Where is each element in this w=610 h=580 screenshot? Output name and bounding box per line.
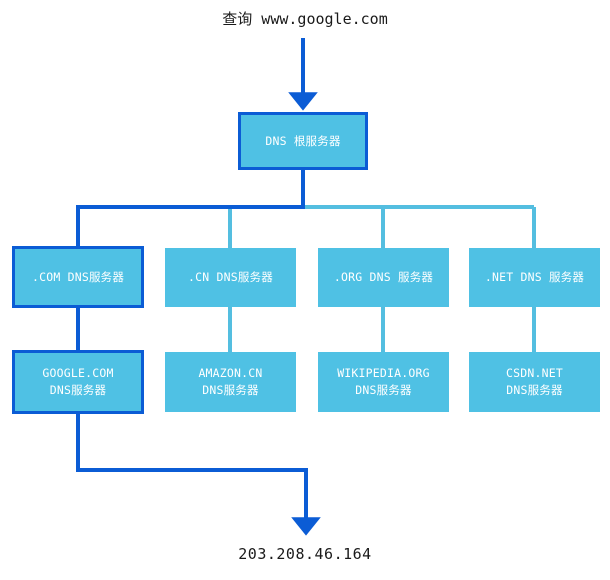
node-label-line2: DNS服务器 xyxy=(506,383,563,397)
node-label-line1: GOOGLE.COM xyxy=(42,366,114,380)
node-label-line1: CSDN.NET xyxy=(506,366,563,380)
node-tld-com[interactable]: .COM DNS服务器 xyxy=(12,246,144,308)
node-label-line1: AMAZON.CN xyxy=(198,366,263,380)
node-label-line2: DNS服务器 xyxy=(355,383,412,397)
node-dns-root-server[interactable]: DNS 根服务器 xyxy=(238,112,368,170)
node-label: DNS 根服务器 xyxy=(265,133,341,148)
node-tld-cn[interactable]: .CN DNS服务器 xyxy=(165,248,296,307)
node-label-line2: DNS服务器 xyxy=(49,383,107,397)
node-tld-net[interactable]: .NET DNS 服务器 xyxy=(469,248,600,307)
node-label-line1: WIKIPEDIA.ORG xyxy=(337,366,430,380)
node-label: .CN DNS服务器 xyxy=(188,270,273,284)
node-authoritative-csdn-net[interactable]: CSDN.NET DNS服务器 xyxy=(469,352,600,412)
query-caption: 查询 www.google.com xyxy=(222,10,388,28)
resolved-ip-caption: 203.208.46.164 xyxy=(238,545,372,563)
node-label: .ORG DNS 服务器 xyxy=(333,270,434,284)
node-authoritative-wikipedia-org[interactable]: WIKIPEDIA.ORG DNS服务器 xyxy=(318,352,449,412)
node-tld-org[interactable]: .ORG DNS 服务器 xyxy=(318,248,449,307)
node-label: .COM DNS服务器 xyxy=(31,269,125,284)
node-authoritative-amazon-cn[interactable]: AMAZON.CN DNS服务器 xyxy=(165,352,296,412)
node-label: .NET DNS 服务器 xyxy=(484,270,585,284)
node-authoritative-google-com[interactable]: GOOGLE.COM DNS服务器 xyxy=(12,350,144,414)
node-label-line2: DNS服务器 xyxy=(202,383,259,397)
